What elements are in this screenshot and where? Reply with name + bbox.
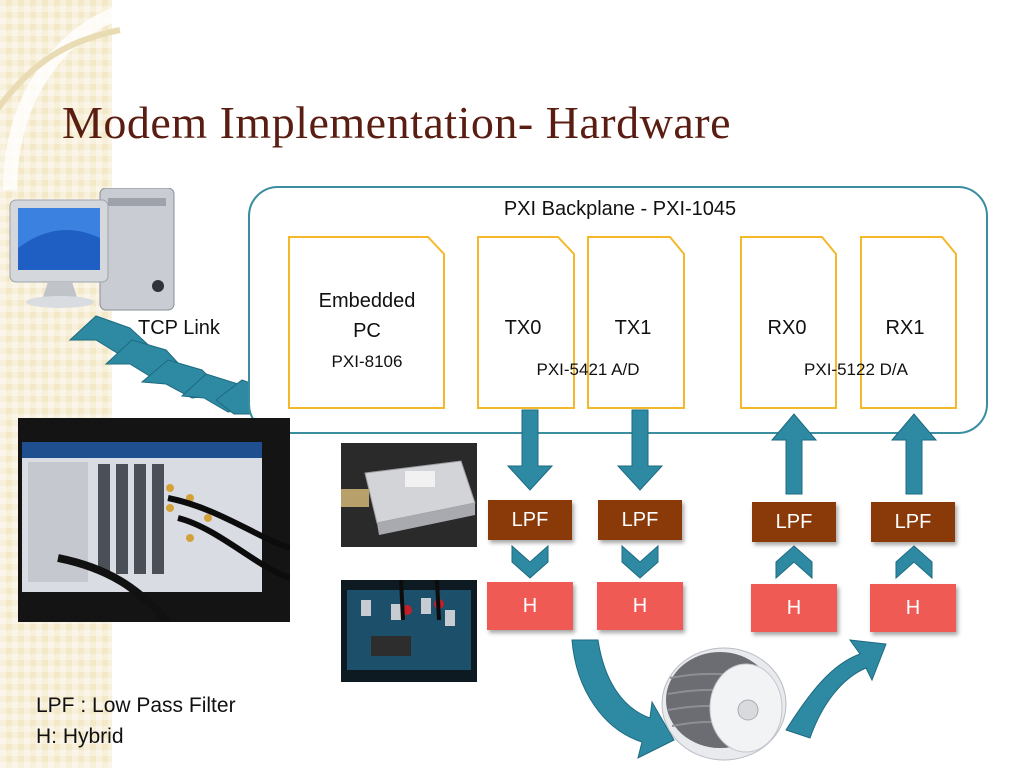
backplane-label: PXI Backplane - PXI-1045 bbox=[503, 198, 737, 220]
tx1-down-arrow bbox=[616, 409, 664, 491]
hybrid-board-photo bbox=[341, 580, 477, 682]
hybrid-tx0: H bbox=[487, 582, 573, 630]
lpf-rx1: LPF bbox=[871, 502, 955, 542]
tx0-label: TX0 bbox=[504, 317, 542, 339]
lpf-module-photo bbox=[341, 443, 477, 547]
curved-arrow-to-cable bbox=[571, 639, 675, 759]
rx1-card bbox=[860, 236, 957, 409]
legend-lpf: LPF : Low Pass Filter bbox=[36, 694, 236, 717]
hybrid-rx0: H bbox=[751, 584, 837, 632]
decorative-swirl bbox=[0, 3, 132, 191]
curved-arrow-from-cable bbox=[785, 639, 887, 739]
module-cards bbox=[288, 236, 957, 409]
computer-icon bbox=[9, 188, 175, 311]
rx1-chevron bbox=[895, 545, 933, 580]
rx1-up-arrow bbox=[890, 413, 938, 495]
signal-arrows bbox=[506, 409, 938, 580]
tx1-card bbox=[587, 236, 685, 409]
hybrid-rx1: H bbox=[870, 584, 956, 632]
embedded-pc-line2: PC bbox=[353, 320, 381, 342]
rx0-up-arrow bbox=[770, 413, 818, 495]
lpf-tx0: LPF bbox=[488, 500, 572, 540]
hybrid-tx1: H bbox=[597, 582, 683, 630]
cable-spool-photo bbox=[661, 647, 787, 761]
tx0-card bbox=[477, 236, 575, 409]
rx0-label: RX0 bbox=[767, 317, 807, 339]
tcp-link-label: TCP Link bbox=[138, 317, 220, 339]
tx1-chevron bbox=[621, 544, 659, 579]
cable-flow-arrows bbox=[571, 639, 887, 759]
lpf-rx0: LPF bbox=[752, 502, 836, 542]
tx0-chevron bbox=[511, 544, 549, 579]
tx-model-label: PXI-5421 A/D bbox=[536, 360, 640, 379]
rx1-label: RX1 bbox=[885, 317, 925, 339]
rx0-card bbox=[740, 236, 837, 409]
legend-hybrid: H: Hybrid bbox=[36, 725, 124, 748]
rx0-chevron bbox=[775, 545, 813, 580]
tx1-label: TX1 bbox=[614, 317, 652, 339]
lpf-tx1: LPF bbox=[598, 500, 682, 540]
embedded-pc-card bbox=[288, 236, 445, 409]
slide-title: Modem Implementation- Hardware bbox=[62, 97, 731, 148]
tx0-down-arrow bbox=[506, 409, 554, 491]
embedded-pc-line1: Embedded bbox=[318, 290, 416, 312]
pxi-chassis-photo bbox=[18, 418, 290, 622]
embedded-pc-model: PXI-8106 bbox=[331, 352, 403, 371]
rx-model-label: PXI-5122 D/A bbox=[804, 360, 908, 379]
